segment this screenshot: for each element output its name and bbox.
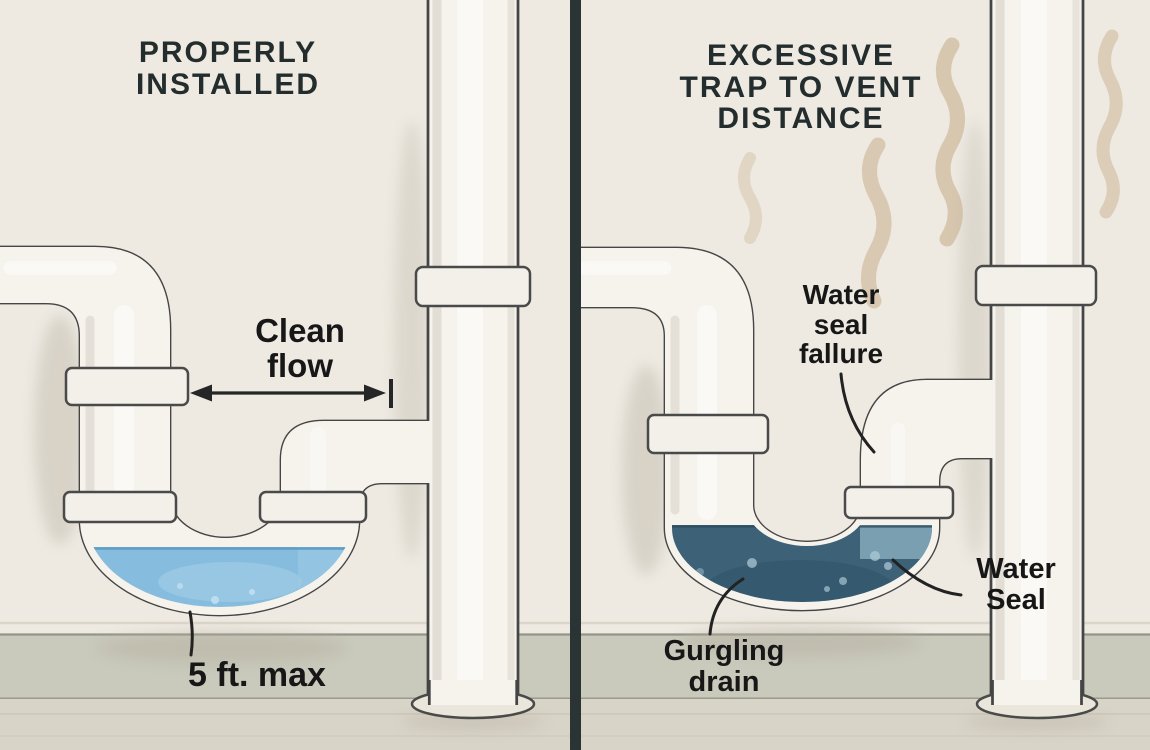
gurgling-drain-label: Gurgling drain: [663, 635, 785, 698]
panel-divider: [570, 0, 581, 750]
shadow: [958, 120, 992, 560]
odor-squiggle: [861, 137, 892, 309]
trap-nut-right: [258, 490, 368, 524]
water-seal-leader-line: [891, 558, 963, 597]
pipe-shading: [3, 0, 515, 711]
seal-failure-leader-line: [839, 372, 876, 454]
gurgling-leader-line: [708, 577, 745, 636]
stack-coupling: [974, 264, 1098, 307]
shadow: [97, 632, 347, 664]
floor-flange: [401, 680, 545, 730]
right-panel-illustration: [572, 0, 1123, 730]
shadow: [394, 120, 430, 560]
clean-flow-label: Clean flow: [255, 312, 345, 384]
trap-distance-label: 5 ft. max: [188, 656, 326, 694]
odor-squiggles: [738, 29, 1123, 309]
right-panel-title: EXCESSIVE TRAP TO VENT DISTANCE: [679, 39, 923, 135]
right-trap-pipe-fill: [574, 248, 1060, 610]
stack-coupling: [414, 265, 532, 308]
clean-flow-arrow: [190, 379, 393, 408]
pipe-coupling: [64, 366, 190, 407]
shadow: [622, 365, 670, 575]
water-seal-failure-label: Water seal fallure: [798, 279, 884, 370]
trap-nut-left: [62, 490, 178, 524]
distance-leader-line: [188, 610, 194, 657]
pipe-shading: [577, 0, 1080, 711]
odor-squiggle: [935, 37, 965, 247]
floor-flange: [965, 680, 1109, 730]
shadow: [682, 627, 922, 657]
left-panel-title: PROPERLY INSTALLED: [135, 36, 321, 101]
pipe-coupling: [646, 413, 770, 455]
water-seal-label: Water Seal: [976, 553, 1056, 616]
trap-nut-right: [843, 485, 955, 520]
odor-squiggle: [1096, 29, 1123, 219]
odor-squiggle: [738, 152, 762, 244]
